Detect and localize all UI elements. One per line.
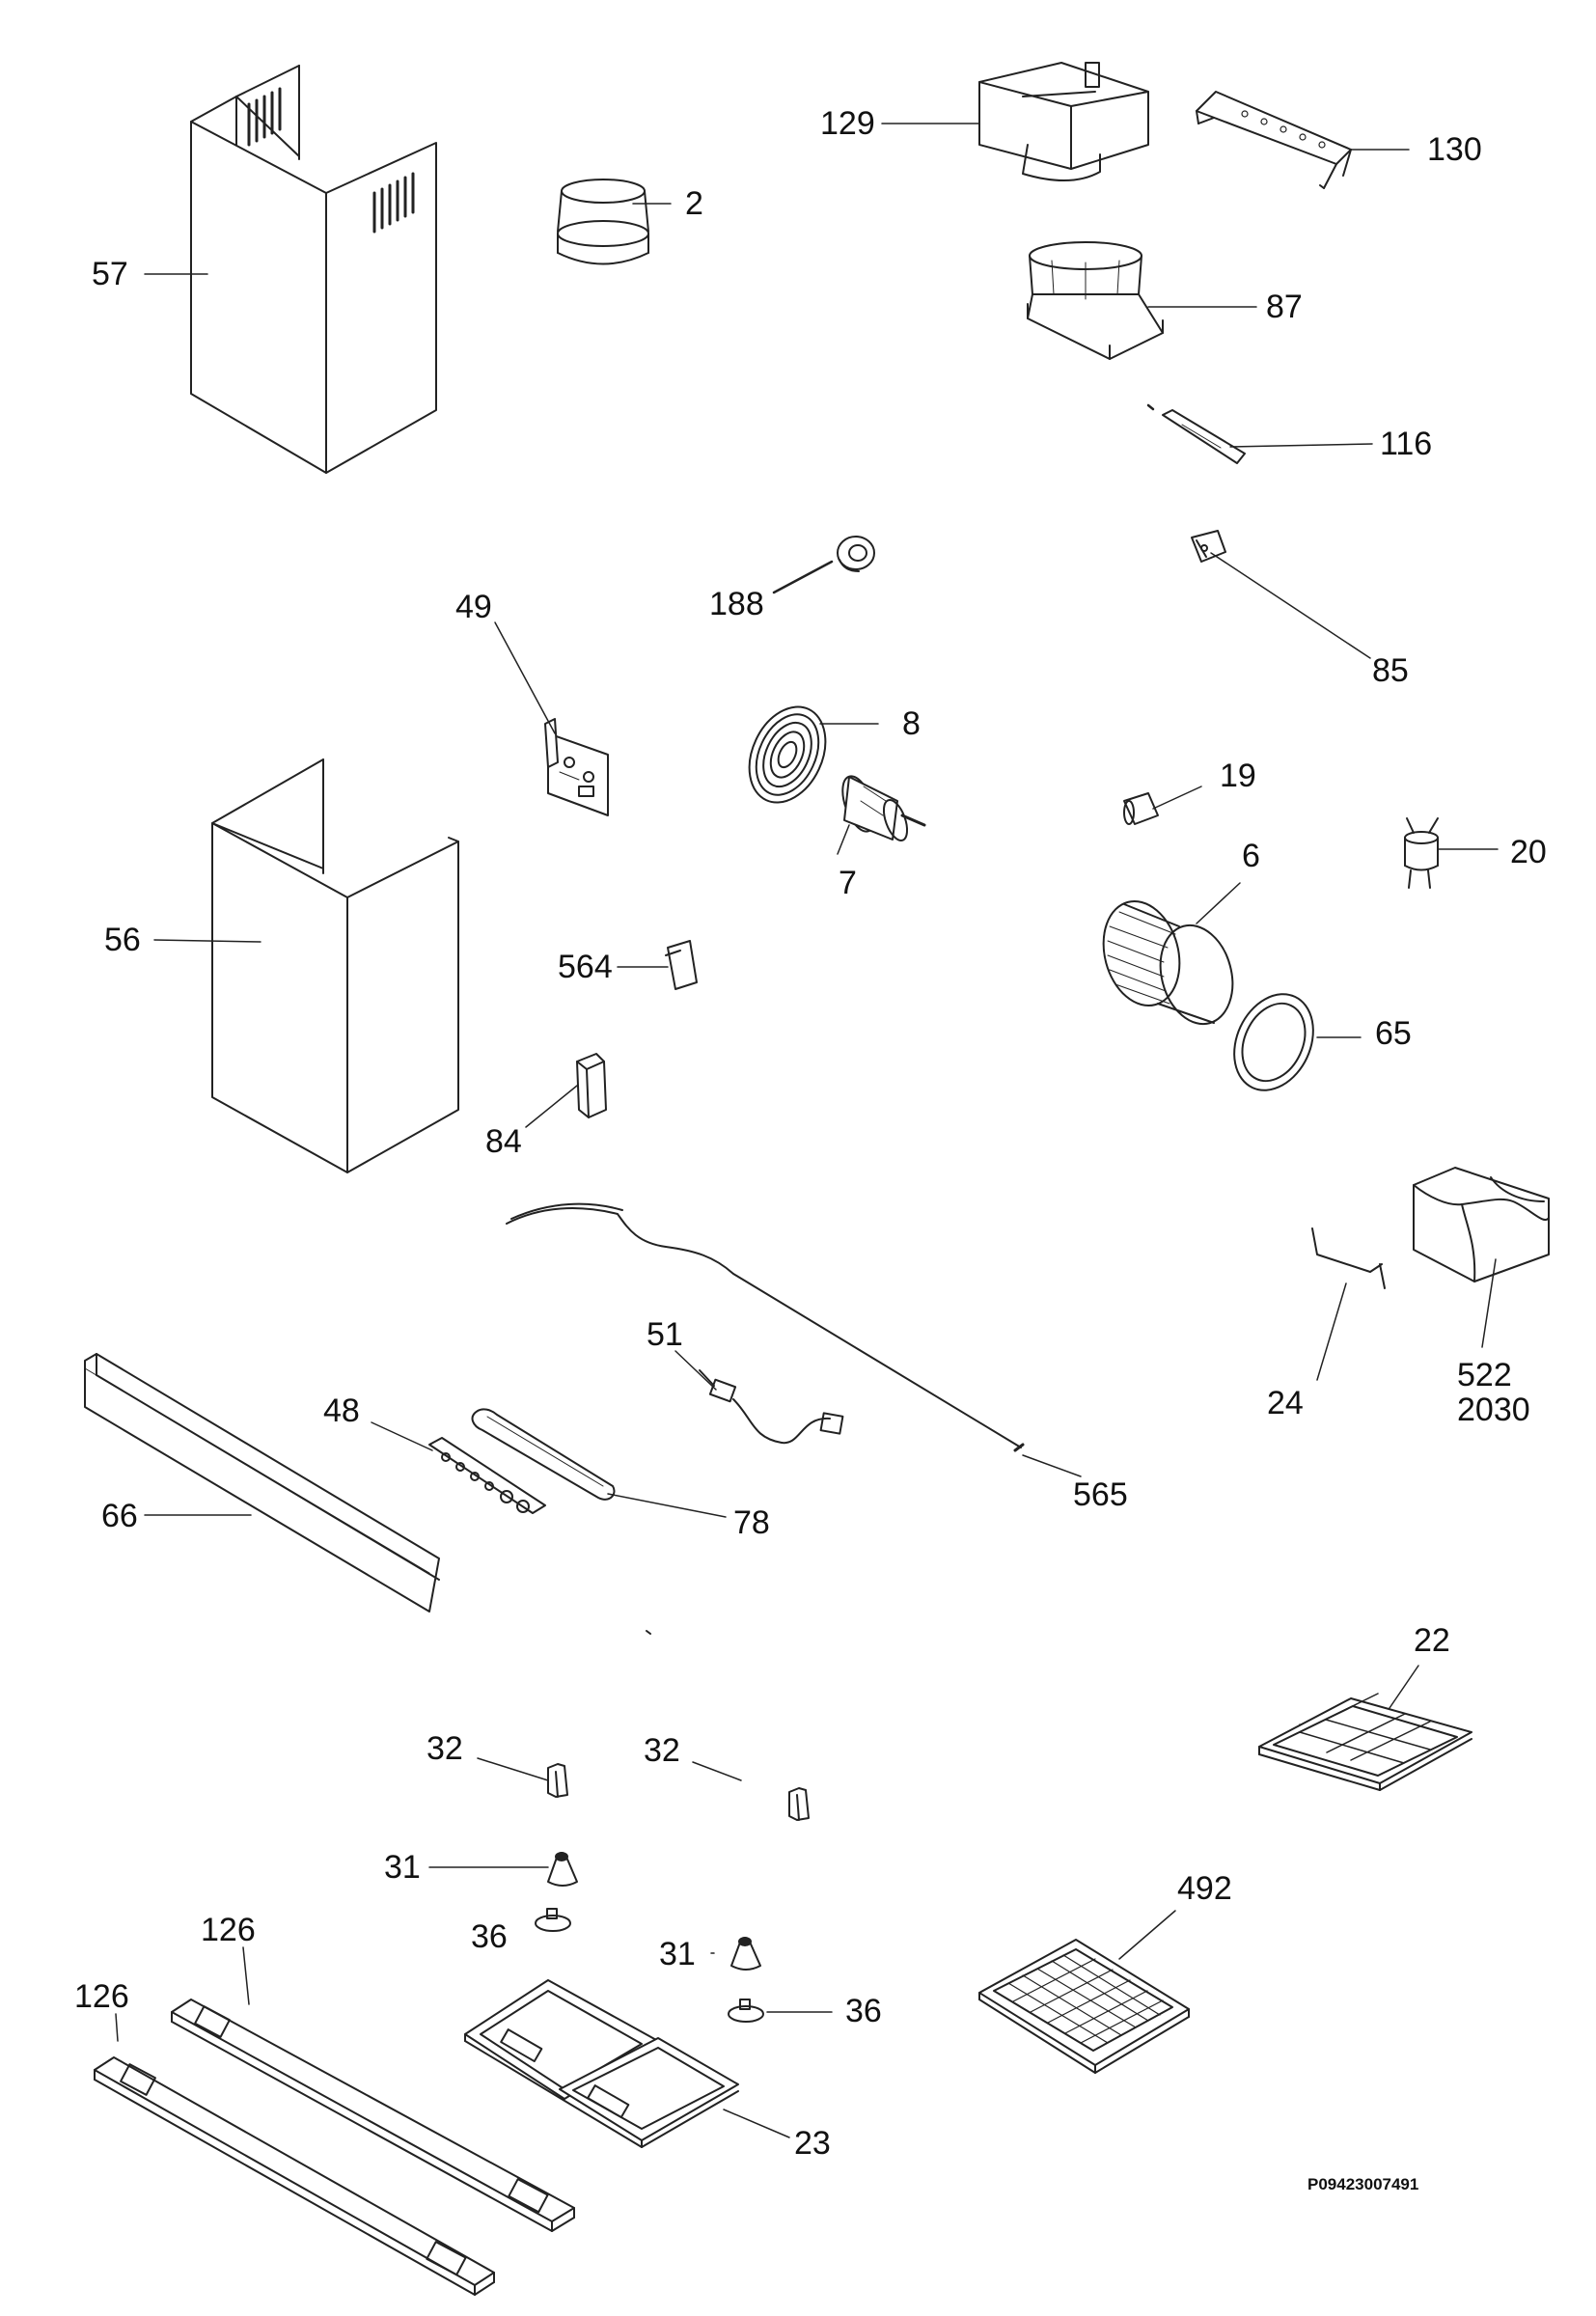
- part-label-51: 51: [647, 1316, 683, 1353]
- part-label-565: 565: [1073, 1476, 1128, 1513]
- part-label-2030: 2030: [1457, 1392, 1530, 1428]
- part-label-36-right: 36: [845, 1993, 882, 2029]
- part-label-116: 116: [1380, 426, 1433, 462]
- transformer-part-84: [576, 1053, 607, 1118]
- bracket-strip-part-116: [1146, 403, 1246, 464]
- lamp-strip-part-126-back: [171, 1999, 575, 2232]
- part-label-32-left: 32: [427, 1730, 463, 1767]
- leader-line-126-back: [242, 1946, 250, 2005]
- handle-frame-part-78: [471, 1408, 616, 1501]
- leader-line-6: [1196, 882, 1241, 924]
- grommet-part-188: [837, 536, 875, 572]
- lamp-strip-part-126-front: [94, 2056, 495, 2296]
- part-label-31-left: 31: [384, 1849, 421, 1886]
- leader-line-23: [723, 2109, 790, 2138]
- part-label-22: 22: [1414, 1622, 1450, 1659]
- leader-line-7: [837, 824, 850, 855]
- lamp-clip-part-32-right: [788, 1787, 810, 1821]
- part-label-32-right: 32: [644, 1732, 680, 1769]
- part-label-84: 84: [485, 1123, 522, 1160]
- duct-connector-part-2: [557, 179, 649, 265]
- leader-line-188: [772, 560, 834, 594]
- lamp-clip-part-32-left: [547, 1763, 568, 1798]
- filter-block-part-522: [1413, 1167, 1550, 1282]
- leader-line-22: [1389, 1665, 1419, 1709]
- leader-line-565: [1022, 1454, 1082, 1477]
- leader-line-24: [1316, 1282, 1347, 1381]
- chimney-cover-upper-part-57: [190, 65, 437, 474]
- part-label-522: 522: [1457, 1357, 1512, 1393]
- part-label-126-front: 126: [74, 1978, 129, 2015]
- blower-wheel-part-6: [1102, 899, 1234, 1026]
- part-label-126-back: 126: [201, 1912, 256, 1948]
- leader-line-85: [1210, 552, 1371, 659]
- part-label-7: 7: [839, 865, 857, 901]
- diagram-reference-code: P09423007491: [1307, 2175, 1419, 2193]
- circuit-board-part-49: [544, 718, 609, 816]
- leader-line-49: [494, 621, 556, 734]
- part-label-87: 87: [1266, 289, 1303, 325]
- leader-line-51: [674, 1350, 717, 1391]
- leader-line-492: [1118, 1910, 1176, 1960]
- cable-part-565: [506, 1202, 1025, 1452]
- leader-line-19: [1152, 786, 1202, 810]
- fan-guard-part-8: [748, 705, 827, 804]
- capacitor-part-19: [1123, 792, 1159, 825]
- part-label-2: 2: [685, 185, 703, 222]
- part-label-57: 57: [92, 256, 128, 292]
- part-label-24: 24: [1267, 1385, 1304, 1421]
- leader-line-48: [371, 1421, 433, 1451]
- part-label-492: 492: [1177, 1870, 1232, 1907]
- wiring-harness-part-51: [699, 1369, 844, 1445]
- leader-line-78: [607, 1493, 727, 1518]
- stray-mark: [646, 1630, 651, 1635]
- part-label-23: 23: [794, 2125, 831, 2162]
- part-label-129: 129: [820, 105, 875, 142]
- grease-filter-pair-part-23: [464, 1979, 739, 2148]
- grease-filter-part-492: [978, 1939, 1190, 2074]
- ring-part-65: [1233, 993, 1314, 1091]
- part-label-31-right: 31: [659, 1936, 696, 1972]
- part-label-66: 66: [101, 1498, 138, 1534]
- wire-clip-part-24: [1311, 1227, 1386, 1289]
- motor-part-7: [841, 775, 926, 841]
- air-deflector-part-129: [978, 62, 1149, 181]
- part-label-19: 19: [1220, 758, 1256, 794]
- part-label-85: 85: [1372, 652, 1409, 689]
- leader-line-56: [153, 939, 261, 943]
- leader-line-116: [1229, 443, 1373, 448]
- leader-line-32-left: [477, 1757, 549, 1781]
- part-label-48: 48: [323, 1392, 360, 1429]
- part-label-49: 49: [455, 589, 492, 625]
- part-label-8: 8: [902, 705, 921, 742]
- part-label-6: 6: [1242, 838, 1260, 874]
- chimney-cover-lower-part-56: [211, 758, 459, 1173]
- switch-part-564: [665, 940, 698, 990]
- capacitor-part-20: [1404, 817, 1439, 889]
- part-label-130: 130: [1427, 131, 1482, 168]
- front-panel-part-66: [84, 1353, 440, 1613]
- leader-line-84: [525, 1085, 578, 1128]
- part-label-20: 20: [1510, 834, 1547, 870]
- part-label-56: 56: [104, 922, 141, 958]
- part-label-65: 65: [1375, 1015, 1412, 1052]
- part-label-188: 188: [709, 586, 764, 622]
- carbon-filter-part-22: [1258, 1693, 1472, 1791]
- lamp-ring-part-36-right: [728, 1999, 764, 2023]
- part-label-78: 78: [733, 1504, 770, 1541]
- leader-line-522: [1481, 1258, 1497, 1348]
- lamp-ring-part-36-left: [535, 1908, 571, 1932]
- part-label-564: 564: [558, 949, 613, 985]
- leader-line-32-right: [692, 1761, 742, 1781]
- clip-part-85: [1191, 530, 1226, 563]
- lamp-cone-part-31-right: [730, 1937, 761, 1971]
- mounting-bracket-part-130: [1196, 91, 1352, 189]
- air-outlet-adapter-part-87: [1027, 241, 1164, 360]
- lamp-cone-part-31-left: [547, 1852, 578, 1887]
- part-label-36-left: 36: [471, 1918, 508, 1955]
- leader-line-126-front: [115, 2013, 119, 2042]
- control-panel-part-48: [428, 1437, 546, 1514]
